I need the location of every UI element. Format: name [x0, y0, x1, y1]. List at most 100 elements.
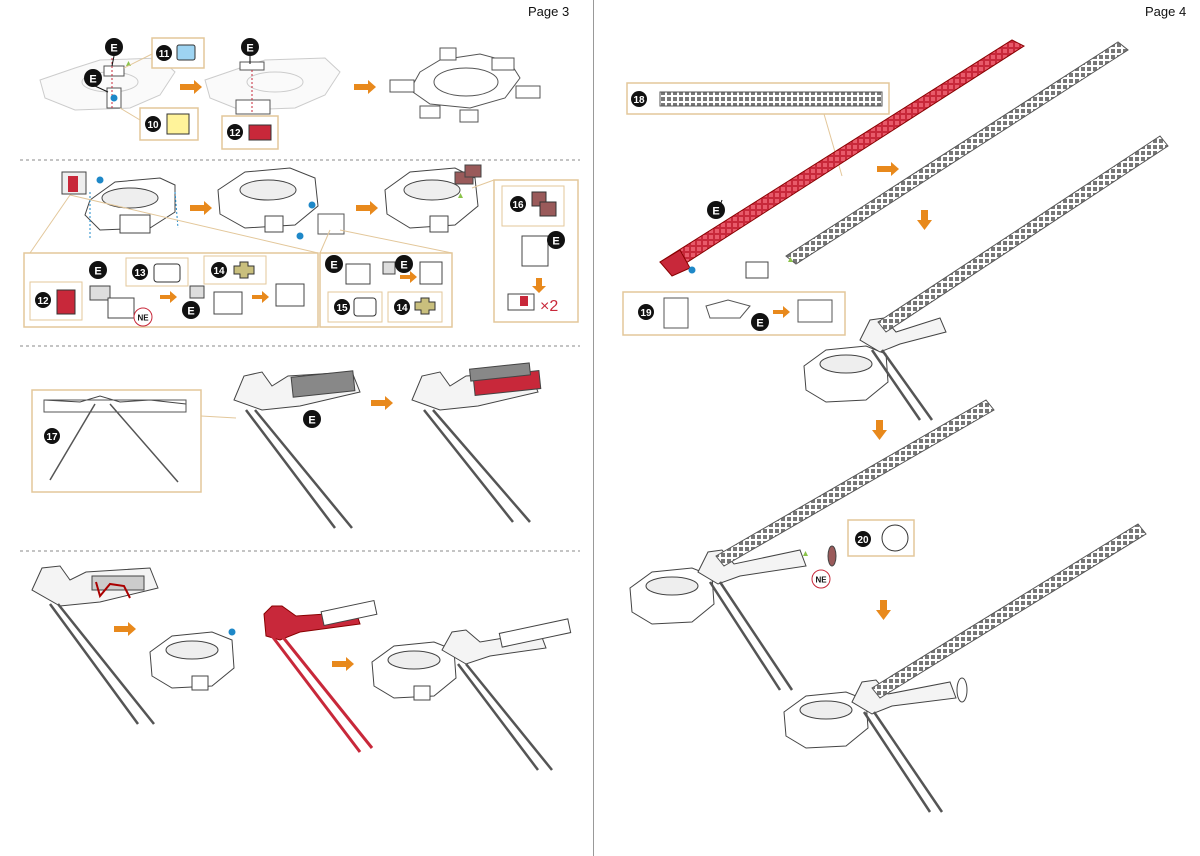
e-marker-icon: E — [325, 255, 343, 273]
section-4-mount-arm — [31, 565, 572, 771]
page-4-label: Page 4 — [1145, 4, 1187, 19]
part-piece — [107, 297, 135, 319]
part-piece — [213, 291, 243, 315]
e-marker-icon: E — [182, 301, 200, 319]
svg-text:E: E — [187, 306, 194, 318]
orange-arrow-right-icon — [877, 162, 899, 176]
svg-text:17: 17 — [46, 432, 58, 443]
part-piece — [153, 263, 181, 283]
orange-arrow-right-icon — [354, 80, 376, 94]
svg-text:E: E — [400, 260, 407, 272]
blue-dot-icon — [296, 232, 304, 240]
step-17-callout: 17 — [44, 428, 60, 444]
ring-base — [84, 177, 176, 234]
section-3-arm-assembly: 17 E — [31, 362, 542, 529]
red-part — [56, 289, 76, 315]
orange-arrow-right-icon — [332, 657, 354, 671]
step-18-callout: 18 — [631, 91, 883, 107]
svg-text:E: E — [756, 318, 763, 330]
ring-base — [629, 567, 715, 625]
svg-text:E: E — [552, 236, 559, 248]
green-triangle-icon — [803, 551, 808, 556]
orange-arrow-right-icon — [356, 201, 378, 215]
orange-arrow-down-icon — [872, 420, 887, 440]
orange-arrow-down-icon — [532, 278, 546, 293]
olive-part — [414, 297, 436, 315]
assembled-base-flat — [389, 47, 541, 123]
e-marker-icon: E — [707, 199, 725, 219]
part-piece — [239, 61, 265, 71]
green-triangle-icon — [788, 257, 793, 262]
svg-text:13: 13 — [134, 268, 146, 279]
part-piece — [419, 261, 443, 285]
e-marker-icon: E — [547, 231, 565, 249]
part-piece — [382, 261, 396, 275]
part-piece — [345, 263, 371, 285]
step-13-callout: 13 — [125, 257, 189, 287]
orange-arrow-right-icon — [114, 622, 136, 636]
green-triangle-icon — [458, 193, 463, 198]
svg-text:19: 19 — [640, 308, 652, 319]
e-marker-icon: E — [395, 255, 413, 273]
part-piece — [275, 283, 305, 307]
step-16-callout: 16 — [501, 185, 565, 227]
blue-dot-icon — [228, 628, 236, 636]
part-piece — [797, 299, 833, 323]
step-15-callout: 15 — [327, 291, 383, 323]
blue-part — [176, 44, 196, 61]
ring-base — [371, 641, 457, 701]
orange-arrow-right-icon — [190, 201, 212, 215]
step-14-callout: 14 — [203, 255, 267, 285]
part-piece — [89, 285, 111, 301]
svg-text:15: 15 — [336, 303, 348, 314]
svg-text:E: E — [94, 266, 101, 278]
step-20-callout: 20 — [855, 524, 909, 552]
orange-arrow-down-icon — [917, 210, 932, 230]
orange-arrow-right-icon — [371, 396, 393, 410]
blue-dot-icon — [96, 176, 104, 184]
e-marker-icon: E — [105, 38, 123, 67]
orange-arrow-right-icon — [773, 306, 790, 318]
orange-arrow-right-icon — [180, 80, 202, 94]
svg-text:E: E — [308, 415, 315, 427]
svg-text:NE: NE — [137, 314, 149, 323]
svg-text:18: 18 — [633, 95, 645, 106]
e-marker-icon: E — [241, 38, 259, 64]
blue-dot-icon — [110, 94, 118, 102]
part-piece — [189, 285, 205, 299]
part-piece — [745, 261, 769, 279]
flat-base-sheet — [39, 57, 176, 111]
page-4-steps: 18 E 19 E — [622, 39, 1169, 813]
orange-arrow-right-icon — [160, 291, 177, 303]
part-piece — [235, 99, 271, 115]
step-19-callout: 19 — [638, 297, 689, 329]
ring-base — [149, 631, 235, 691]
svg-text:14: 14 — [213, 266, 225, 277]
orange-arrow-down-icon — [876, 600, 891, 620]
e-marker-icon: E — [84, 69, 109, 93]
quantity-label: ×2 — [540, 298, 558, 315]
step-12-callout: 12 — [221, 115, 279, 150]
svg-text:E: E — [246, 43, 253, 55]
section-2-ring-assembly: 12 E NE 13 E 14 — [23, 164, 579, 328]
brown-part — [464, 164, 482, 178]
part-piece — [317, 213, 345, 235]
svg-text:12: 12 — [229, 128, 241, 139]
orange-arrow-right-icon — [252, 291, 269, 303]
step-14-callout: 14 — [387, 291, 443, 323]
ne-marker-icon: NE — [811, 569, 831, 589]
step-10-callout: 10 — [119, 107, 199, 141]
olive-part — [233, 261, 255, 279]
ring-base — [217, 167, 319, 233]
orange-arrow-right-icon — [400, 271, 417, 283]
svg-text:20: 20 — [857, 535, 869, 546]
yellow-part — [166, 113, 190, 135]
page-divider — [593, 0, 594, 856]
e-marker-icon: E — [89, 261, 107, 279]
ne-marker-icon: NE — [133, 307, 153, 327]
svg-text:10: 10 — [147, 120, 159, 131]
ring-base — [783, 691, 869, 749]
svg-text:E: E — [330, 260, 337, 272]
step-12-callout: 12 — [29, 281, 83, 321]
